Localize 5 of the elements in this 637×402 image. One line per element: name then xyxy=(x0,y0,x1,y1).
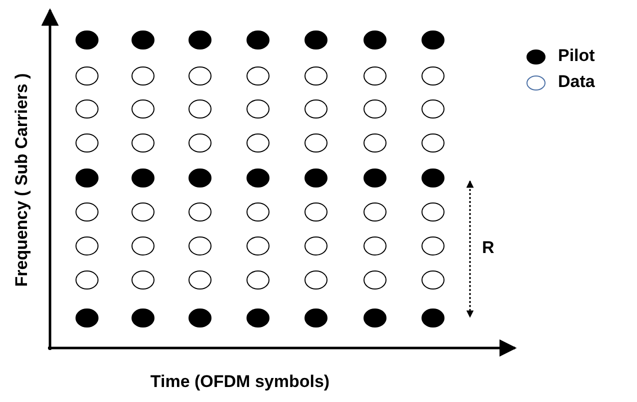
axis-title: Time (OFDM symbols) xyxy=(150,372,330,392)
spacing-label: R xyxy=(482,238,494,258)
legend-label: Data xyxy=(558,72,595,92)
axis-title: Frequency ( Sub Carriers ) xyxy=(12,73,32,287)
legend-label: Pilot xyxy=(558,46,595,66)
